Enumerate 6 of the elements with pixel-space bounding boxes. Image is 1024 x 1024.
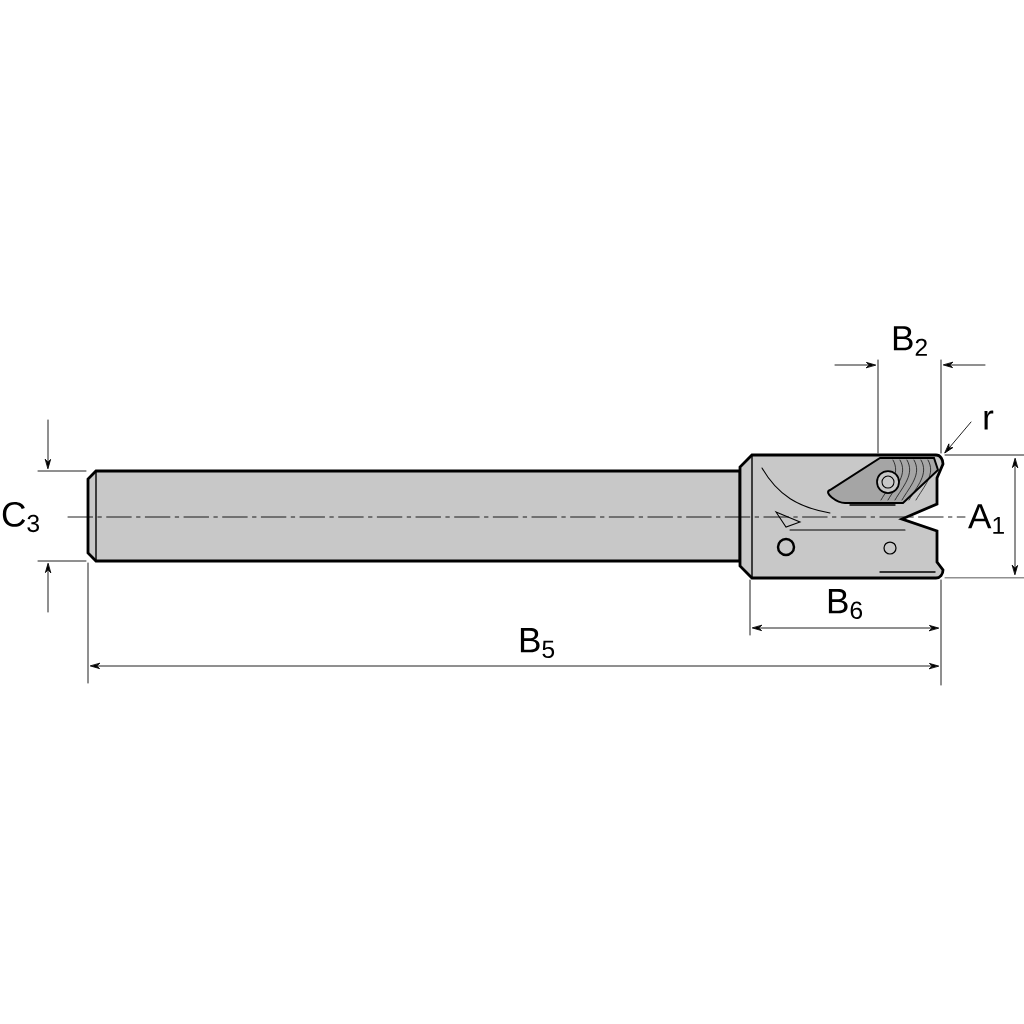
dimension-label: B$_{5}$ <box>520 628 555 658</box>
dimension-label: C$_{3}$ <box>2 501 39 533</box>
dimension-label: A$_{1}$ <box>968 504 1004 534</box>
dimension-label: r <box>984 410 994 430</box>
dimension-label: B$_{2}$ <box>893 326 927 356</box>
dimension-label: B$_{6}$ <box>828 589 863 619</box>
